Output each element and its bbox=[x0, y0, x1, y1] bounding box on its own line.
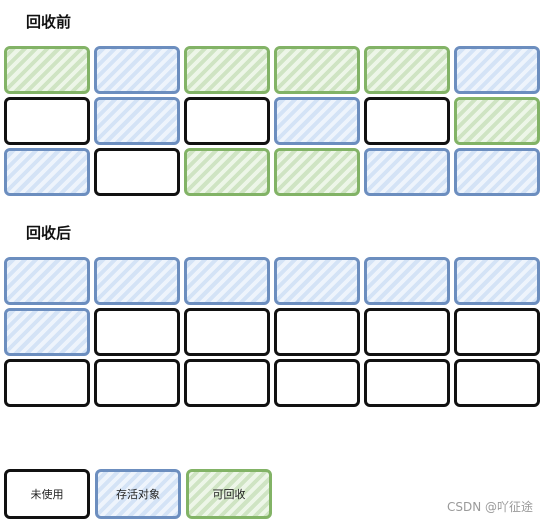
after-memory-cell-free bbox=[94, 308, 180, 356]
before-memory-cell-free bbox=[94, 148, 180, 196]
after-memory-cell-alive bbox=[364, 257, 450, 305]
after-memory-cell-free bbox=[364, 359, 450, 407]
after-memory-cell-alive bbox=[94, 257, 180, 305]
after-gc-heading: 回收后 bbox=[26, 224, 72, 242]
watermark: CSDN @吖征途 bbox=[446, 500, 533, 514]
after-memory-cell-free bbox=[94, 359, 180, 407]
before-memory-cell-garbage bbox=[184, 148, 270, 196]
after-memory-cell-free bbox=[274, 308, 360, 356]
before-memory-cell-garbage bbox=[184, 46, 270, 94]
after-memory-cell-free bbox=[184, 359, 270, 407]
before-memory-cell-free bbox=[4, 97, 90, 145]
legend-alive: 存活对象 bbox=[95, 469, 181, 519]
after-memory-cell-alive bbox=[4, 308, 90, 356]
after-memory-cell-free bbox=[454, 308, 540, 356]
after-memory-cell-alive bbox=[454, 257, 540, 305]
before-memory-cell-garbage bbox=[454, 97, 540, 145]
before-memory-cell-garbage bbox=[4, 46, 90, 94]
before-memory-cell-alive bbox=[364, 148, 450, 196]
legend-garbage-label: 可回收 bbox=[212, 488, 246, 501]
before-memory-cell-alive bbox=[94, 46, 180, 94]
before-memory-cell-free bbox=[184, 97, 270, 145]
legend-free-label: 未使用 bbox=[30, 488, 64, 501]
legend-garbage: 可回收 bbox=[186, 469, 272, 519]
before-memory-cell-garbage bbox=[274, 148, 360, 196]
legend-alive-label: 存活对象 bbox=[116, 488, 160, 501]
before-memory-cell-garbage bbox=[274, 46, 360, 94]
before-memory-cell-alive bbox=[454, 148, 540, 196]
after-memory-cell-free bbox=[274, 359, 360, 407]
after-memory-cell-alive bbox=[274, 257, 360, 305]
after-gc-memory-grid bbox=[4, 257, 545, 411]
after-memory-cell-free bbox=[4, 359, 90, 407]
before-memory-cell-alive bbox=[4, 148, 90, 196]
after-memory-cell-alive bbox=[4, 257, 90, 305]
after-memory-cell-free bbox=[364, 308, 450, 356]
before-memory-cell-alive bbox=[274, 97, 360, 145]
before-memory-cell-alive bbox=[454, 46, 540, 94]
legend-free: 未使用 bbox=[4, 469, 90, 519]
after-memory-cell-alive bbox=[184, 257, 270, 305]
before-gc-memory-grid bbox=[4, 46, 545, 200]
before-memory-cell-free bbox=[364, 97, 450, 145]
after-memory-cell-free bbox=[184, 308, 270, 356]
before-gc-heading: 回收前 bbox=[26, 13, 72, 31]
before-memory-cell-alive bbox=[94, 97, 180, 145]
before-memory-cell-garbage bbox=[364, 46, 450, 94]
legend: 未使用 存活对象 可回收 bbox=[4, 469, 276, 521]
after-memory-cell-free bbox=[454, 359, 540, 407]
